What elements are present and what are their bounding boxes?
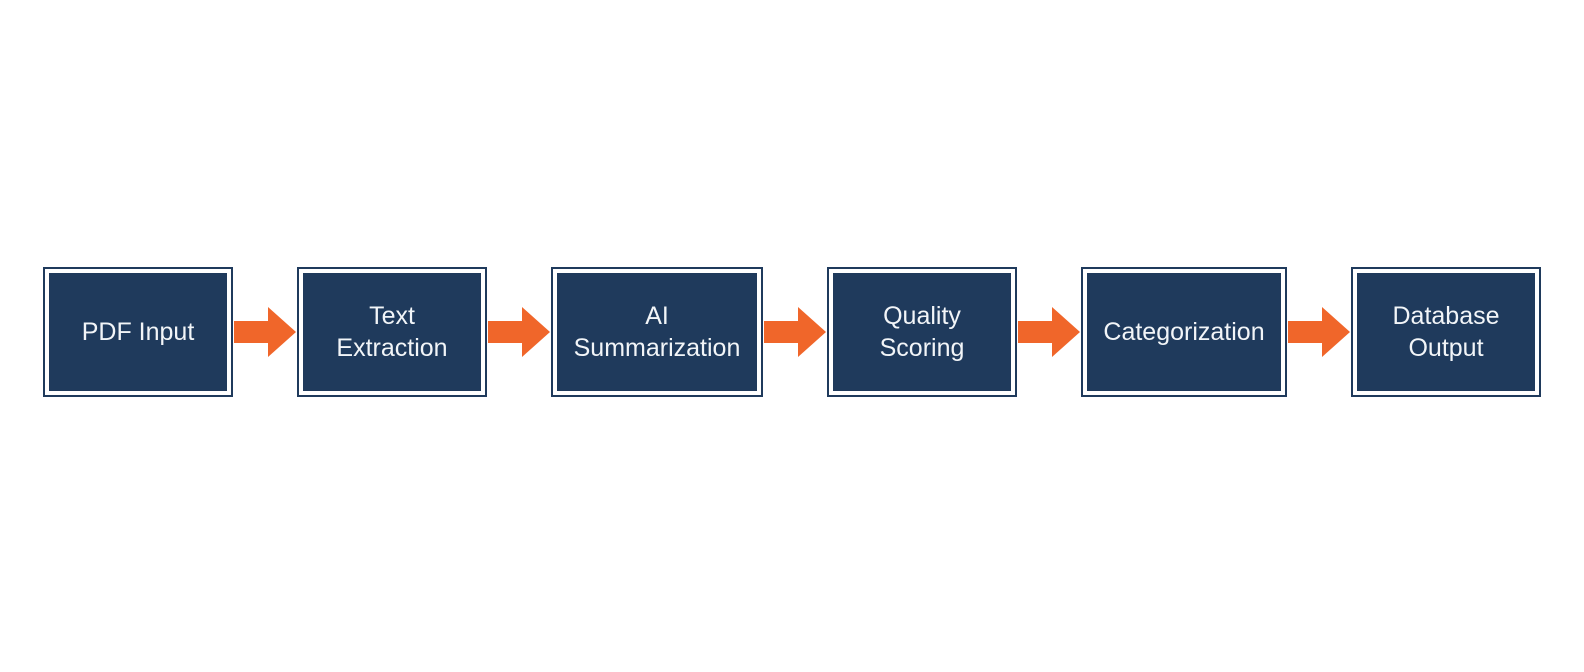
flow-step-label: AI Summarization [557, 273, 757, 391]
flow-arrow-icon [1288, 307, 1350, 357]
flow-step-label: Quality Scoring [833, 273, 1011, 391]
flow-step-label: Categorization [1087, 273, 1281, 391]
flow-step-database-output: Database Output [1351, 267, 1541, 397]
flow-step-categorization: Categorization [1081, 267, 1287, 397]
flow-arrow-icon [1018, 307, 1080, 357]
flow-step-pdf-input: PDF Input [43, 267, 233, 397]
flow-step-text-extraction: Text Extraction [297, 267, 487, 397]
flow-arrow-icon [488, 307, 550, 357]
flow-arrow-icon [234, 307, 296, 357]
flow-step-label: Text Extraction [303, 273, 481, 391]
flow-step-ai-summarization: AI Summarization [551, 267, 763, 397]
flow-step-label: Database Output [1357, 273, 1535, 391]
pipeline-flow: PDF Input Text Extraction AI Summarizati… [43, 267, 1541, 397]
flow-arrow-icon [764, 307, 826, 357]
flow-step-quality-scoring: Quality Scoring [827, 267, 1017, 397]
flow-step-label: PDF Input [49, 273, 227, 391]
